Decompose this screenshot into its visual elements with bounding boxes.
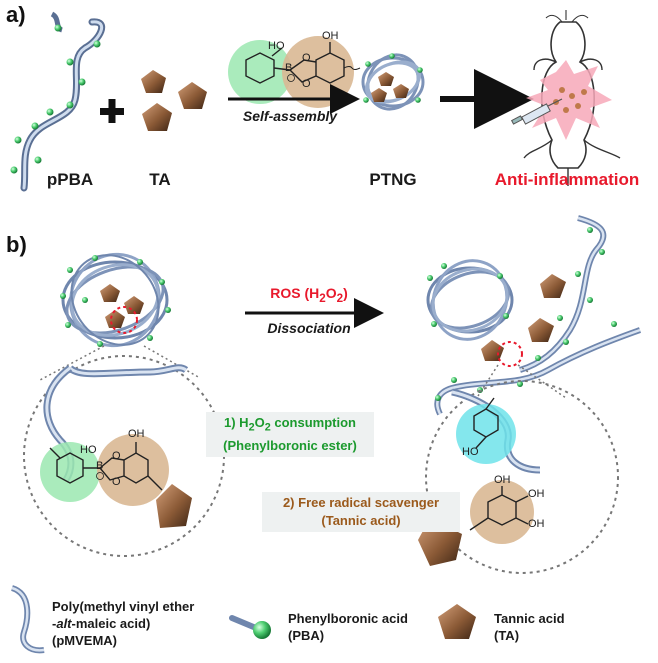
- nanoparticle-intact: [60, 252, 171, 348]
- chem-oh-a: OH: [322, 30, 339, 42]
- chem-oh-r1: OH: [494, 474, 511, 486]
- ta-pentagons: [141, 70, 207, 131]
- legend-polymer-icon: [10, 585, 45, 654]
- syringe-icon: [510, 98, 563, 125]
- panel-a-label: a): [6, 2, 26, 27]
- anti-inflammation-label: Anti-inflammation: [494, 170, 640, 189]
- legend-ta: Tannic acid (TA): [494, 611, 565, 643]
- ppba-label: pPBA: [46, 170, 94, 189]
- ptng-nanoparticle: [361, 53, 425, 111]
- chem-oh-r3: OH: [528, 518, 545, 530]
- legend-ta-icon: [438, 604, 476, 639]
- zoom-circle-intact: [23, 345, 225, 557]
- self-assembly-label: Self-assembly: [242, 108, 338, 124]
- note-free-radical-scavenger: 2) Free radical scavenger (Tannic acid): [262, 492, 460, 532]
- chem-ho-phenol: HO: [462, 446, 479, 458]
- chem-b-b-left: B: [96, 460, 104, 472]
- chem-o1-a: O: [302, 52, 311, 64]
- ppba-polymer: [10, 11, 106, 192]
- chem-b-a: B: [285, 62, 293, 74]
- chem-o2-a: O: [302, 78, 311, 90]
- ptng-label: PTNG: [369, 170, 417, 189]
- nanoparticle-dissociated: [426, 215, 642, 416]
- legend-pba: Phenylboronic acid (PBA): [288, 611, 408, 643]
- panel-b-label: b): [6, 232, 27, 257]
- chem-ho-a: HO: [268, 40, 285, 52]
- chem-oh-b-left: OH: [128, 428, 145, 440]
- legend-pba-icon: [229, 615, 271, 639]
- dissociation-label: Dissociation: [267, 320, 351, 336]
- mouse-illustration: [510, 10, 621, 186]
- chem-o1-b-left: O: [112, 450, 121, 462]
- chem-oh-r2: OH: [528, 488, 545, 500]
- note-h2o2-consumption: 1) H2O2 consumption (Phenylboronic ester…: [206, 412, 374, 457]
- zoom-circle-dissociated: [418, 364, 619, 574]
- plus-icon: [100, 99, 124, 123]
- chem-o2-b-left: O: [112, 476, 121, 488]
- ros-label: ROS (H2O2): [270, 285, 348, 305]
- pba-ester-structure-a: [228, 36, 361, 108]
- ta-label: TA: [149, 170, 171, 189]
- legend-polymer: Poly(methyl vinyl ether -alt-maleic acid…: [52, 599, 195, 648]
- chem-ho-b-left: HO: [80, 444, 97, 456]
